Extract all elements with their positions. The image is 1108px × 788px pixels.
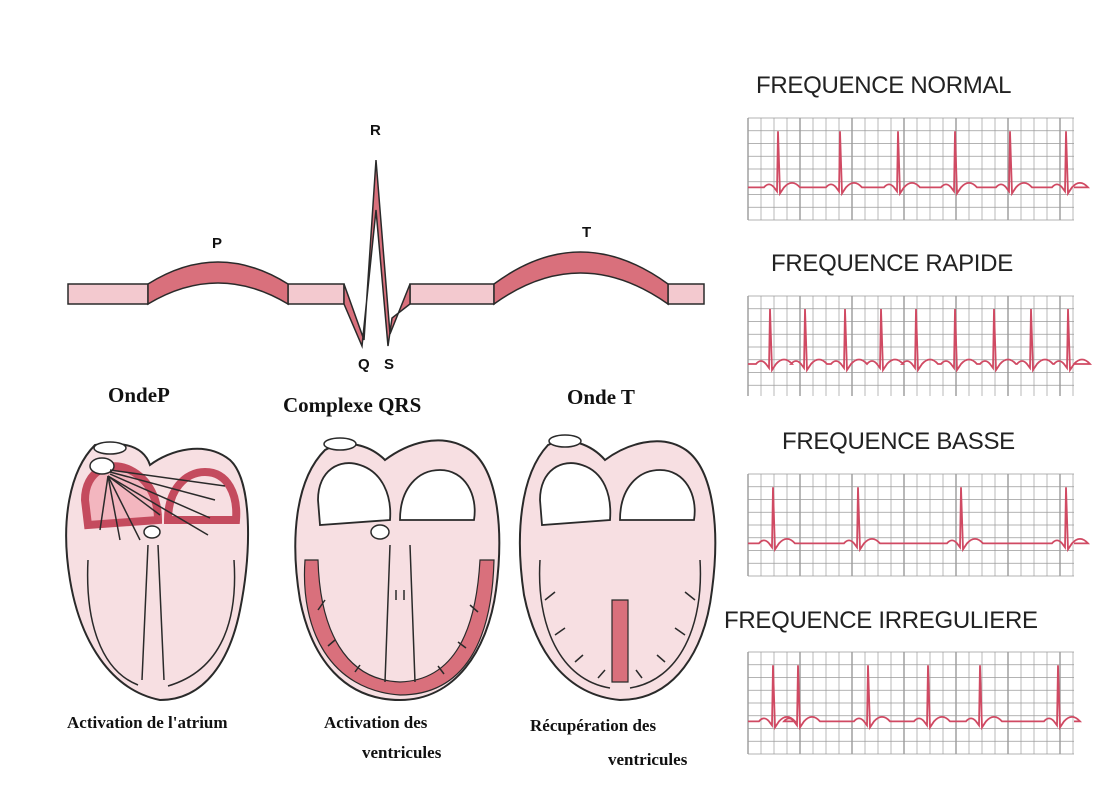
atrium-left [539,462,612,526]
septum-band [611,599,629,683]
atrium-right [399,469,476,521]
av-node [143,525,161,539]
ecg-trace [748,308,1093,373]
ventricle-inner-wall [538,559,702,689]
rhythm-strip-irregular [747,651,1083,755]
p-wave-band [147,261,289,306]
rhythm-strip-rapid [747,295,1093,396]
phase-title-p-wave: OndeP [108,383,170,407]
activation-arrows [317,590,479,675]
recovery-arrows [544,591,696,679]
r-peak-label: R [370,122,381,139]
rhythm-strip-normal [747,117,1091,221]
ecg-trace [748,487,1091,553]
ventricle-left-wall [86,559,139,686]
q-label: Q [358,356,370,373]
rhythm-title-normal: FREQUENCE NORMAL [756,72,1012,99]
atrium-right [619,469,696,521]
caption-ventricular-recovery-line1: Récupération des [530,716,657,735]
septum [384,544,416,683]
grid [747,473,1074,577]
grid [747,117,1074,221]
rhythm-title-irregular: FREQUENCE IRREGULIERE [724,607,1038,634]
t-wave-band [493,251,669,306]
vessel-opening [93,441,127,455]
caption-atrial-activation: Activation de l'atrium [67,713,228,732]
caption-ventricular-recovery-line2: ventricules [608,750,688,769]
p-wave-label: P [212,235,223,252]
ecg-trace [748,131,1091,197]
t-wave-label: T [582,224,592,241]
av-node [370,524,390,540]
qrs-complex-band [343,159,411,349]
phase-title-qrs: Complexe QRS [283,393,422,417]
ventricle-band [303,559,495,696]
rhythm-title-slow: FREQUENCE BASSE [782,428,1015,455]
vessel-opening [323,437,357,451]
phase-title-t-wave: Onde T [567,385,635,409]
atrium-left [317,462,392,526]
vessel-opening [548,434,582,448]
caption-ventricular-activation-line1: Activation des [324,713,428,732]
rhythm-strip-slow [747,473,1091,577]
activation-arrows [99,469,226,541]
septum [141,544,165,681]
ecg-trace [748,665,1083,731]
grid [747,295,1074,396]
caption-ventricular-activation-line2: ventricules [362,743,442,762]
s-label: S [384,356,395,373]
ventricle-right-wall [167,559,236,687]
sa-node [89,457,115,475]
rhythm-title-rapid: FREQUENCE RAPIDE [771,250,1013,277]
